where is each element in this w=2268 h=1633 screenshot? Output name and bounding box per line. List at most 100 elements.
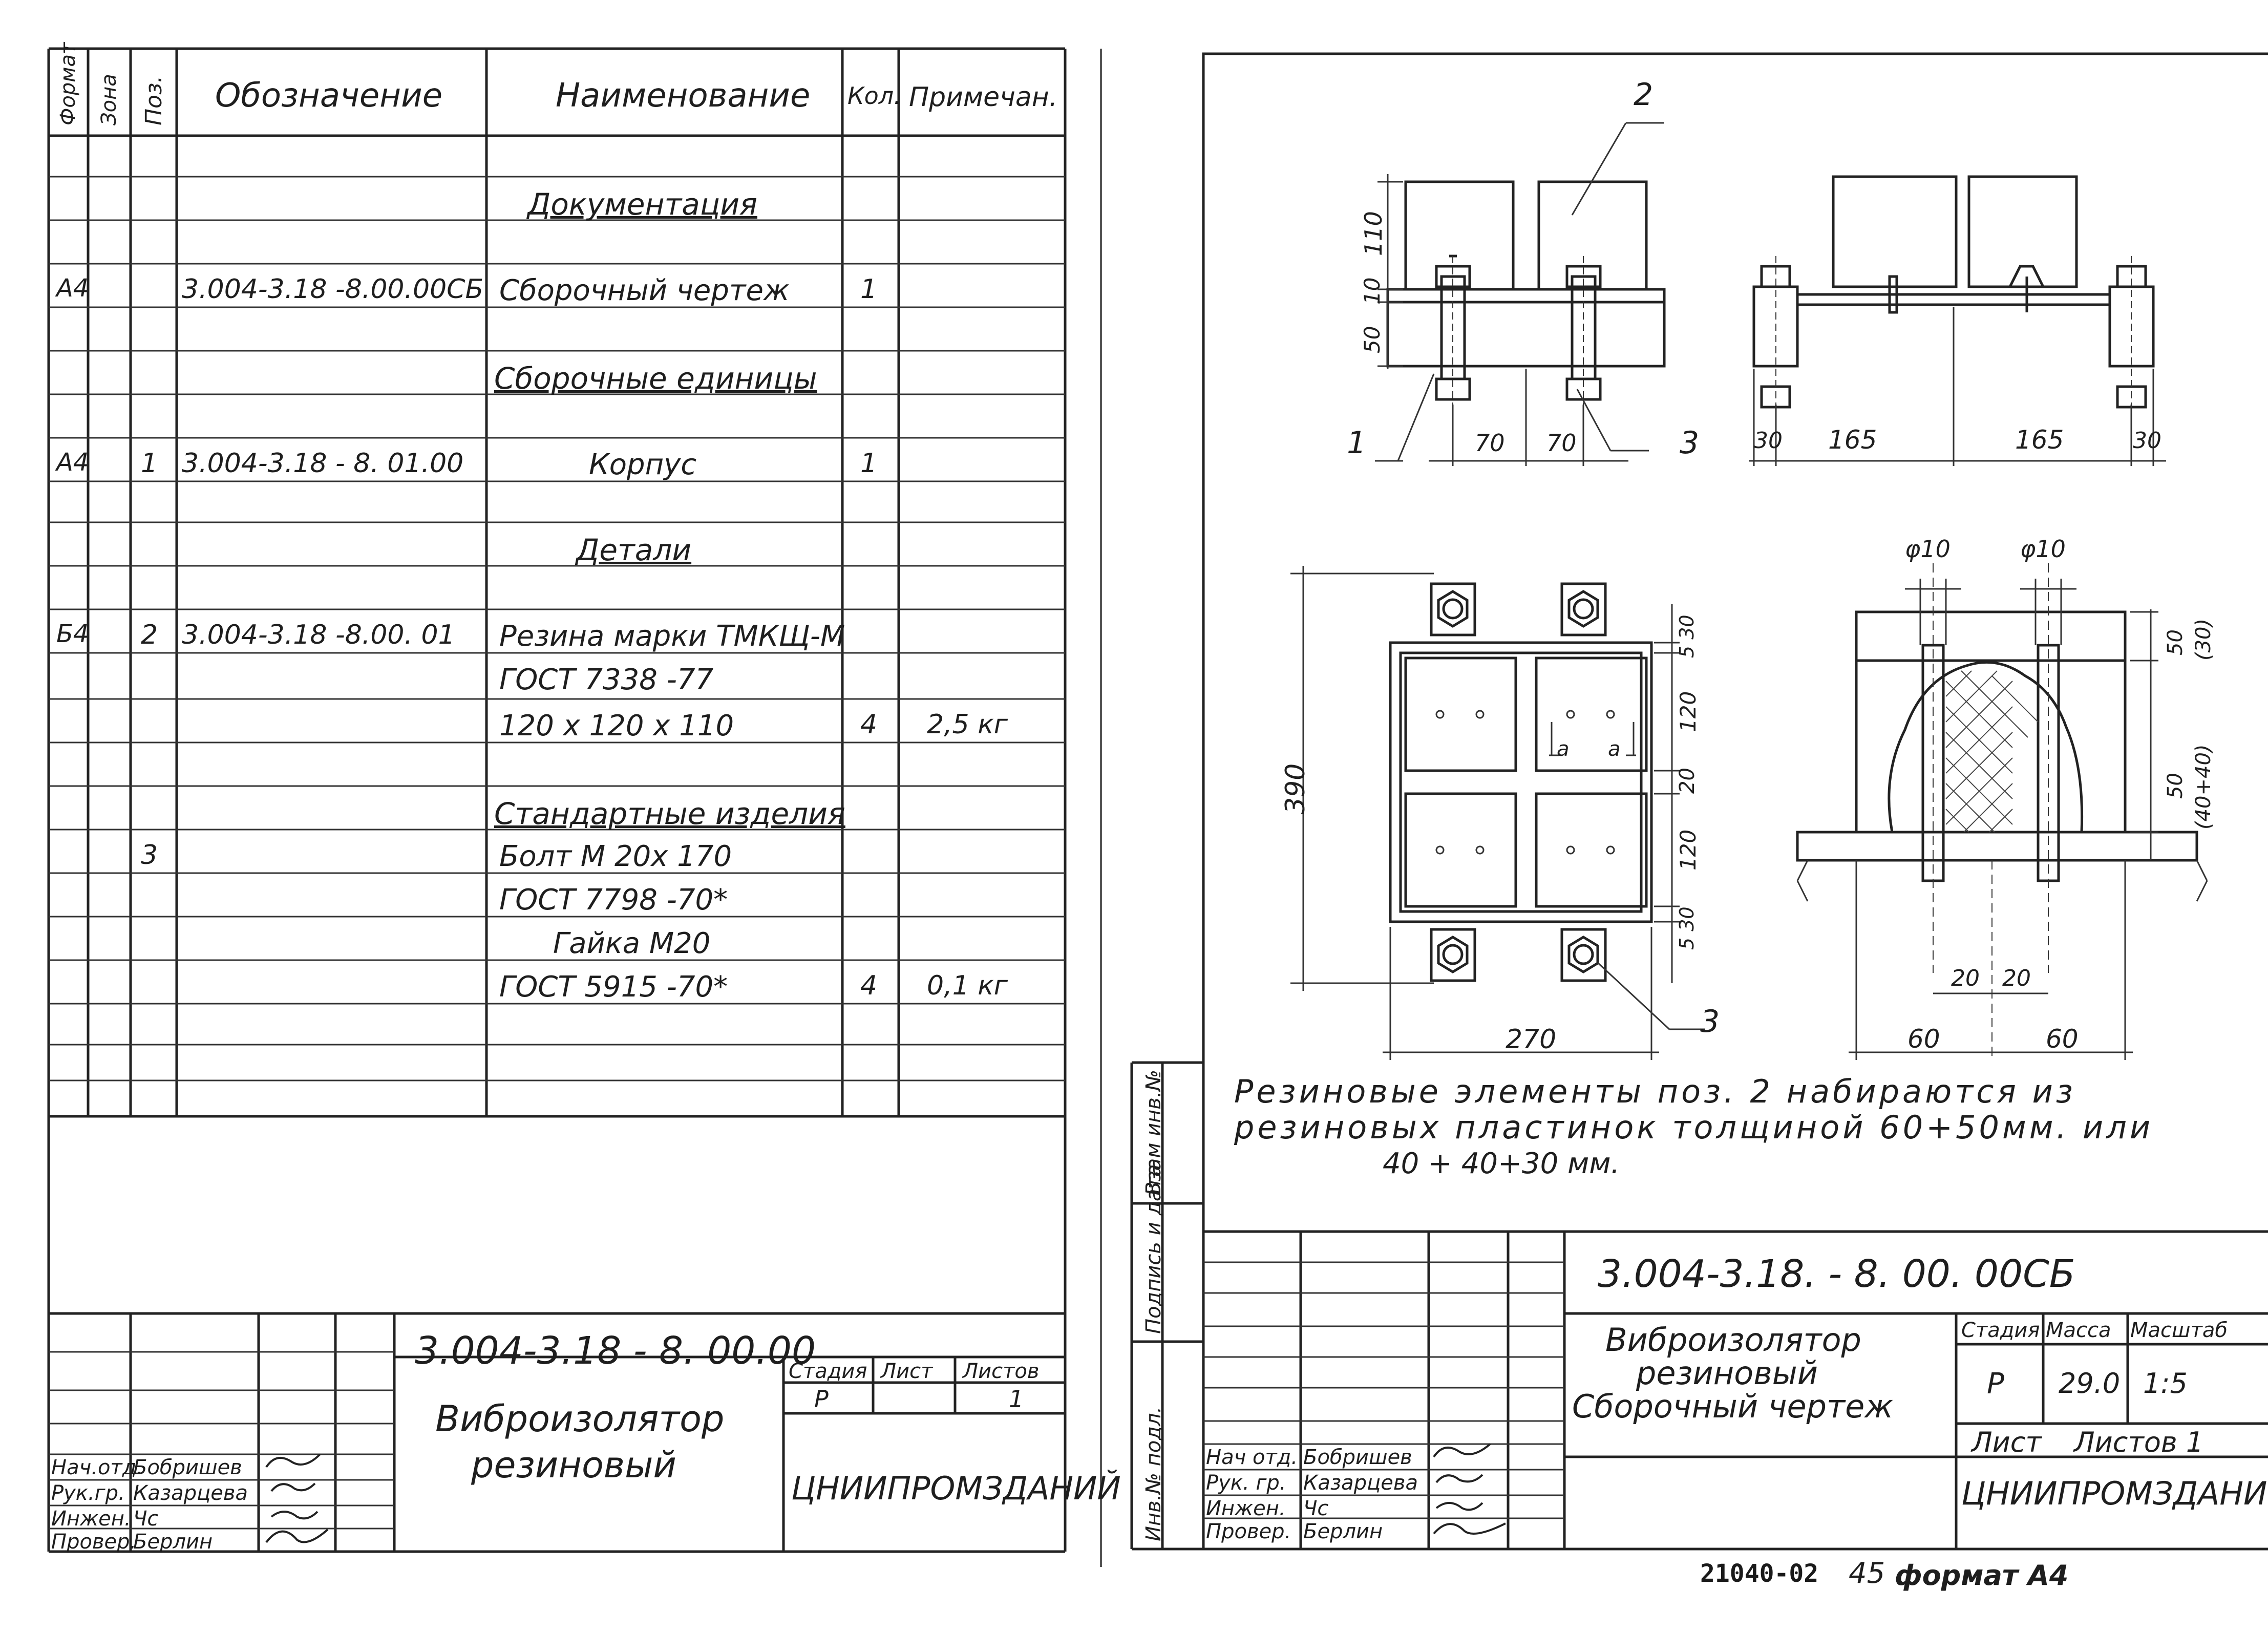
signature-role: Инжен. xyxy=(51,1507,131,1531)
signature-name: Чс xyxy=(133,1507,159,1531)
right-doc-code: 3.004-3.18. - 8. 00. 00СБ xyxy=(1598,1252,2075,1296)
spec-name: Корпус xyxy=(589,448,697,481)
right-stage-label: Стадия xyxy=(1961,1319,2040,1342)
signature-role: Провер. xyxy=(1206,1520,1291,1543)
signature-name: Берлин xyxy=(1303,1520,1383,1543)
spec-format: А4 xyxy=(56,274,89,303)
note-line-3: 40 + 40+30 мм. xyxy=(1383,1147,1620,1180)
spec-designation: 3.004-3.18 - 8. 01.00 xyxy=(182,448,464,479)
footer-order-no: 21040-02 xyxy=(1700,1559,1819,1588)
signature-name: Казарцева xyxy=(133,1481,248,1505)
dim-w70b: 70 xyxy=(1546,429,1577,457)
signature-name: Казарцева xyxy=(1303,1471,1418,1495)
spec-name: ГОСТ 7798 -70* xyxy=(499,883,728,917)
callout-pos-3: 3 xyxy=(1680,425,1700,461)
spec-name: ГОСТ 5915 -70* xyxy=(499,970,728,1004)
spec-pos: 2 xyxy=(141,620,158,650)
dim-w165a: 165 xyxy=(1828,425,1877,455)
note-line-2: резиновых пластинок толщиной 60+50мм. ил… xyxy=(1234,1109,2154,1146)
signature-name: Бобришев xyxy=(1303,1446,1412,1469)
signature-name: Берлин xyxy=(133,1530,213,1554)
note-line-1: Резиновые элементы поз. 2 набираются из xyxy=(1234,1073,2076,1110)
section-mark-a2: а xyxy=(1608,737,1621,761)
signature-role: Инжен. xyxy=(1206,1497,1286,1520)
spec-name: 120 х 120 х 110 xyxy=(499,709,734,743)
dim-h50: 50 xyxy=(1360,326,1385,353)
left-sheet-label: Лист xyxy=(881,1360,933,1383)
dim-h390: 390 xyxy=(1280,763,1311,814)
dim-s5-30b: 5 30 xyxy=(1676,906,1698,950)
header-qty: Кол. xyxy=(847,82,901,110)
dim-s5-30: 5 30 xyxy=(1676,614,1698,658)
spec-qty: 4 xyxy=(860,709,878,740)
spec-qty: 4 xyxy=(860,970,878,1001)
right-title-line3: Сборочный чертеж xyxy=(1572,1388,1894,1425)
dim-r40-40: (40+40) xyxy=(2192,744,2215,830)
dim-w20b: 20 xyxy=(2002,965,2031,991)
signature-name: Бобришев xyxy=(133,1456,242,1479)
dim-s120a: 120 xyxy=(1676,691,1701,732)
right-sheets-label: Листов 1 xyxy=(2074,1426,2204,1458)
spec-note: 2,5 кг xyxy=(927,709,1008,740)
spec-pos: 3 xyxy=(141,840,158,871)
dim-w60a: 60 xyxy=(1907,1024,1940,1054)
signature-role: Рук.гр. xyxy=(51,1481,125,1505)
spec-format: Б4 xyxy=(56,620,89,648)
right-stage-value: Р xyxy=(1987,1367,2004,1401)
spec-name: Резина марки ТМКЩ-М xyxy=(499,620,845,653)
left-doc-code: 3.004-3.18 - 8. 00.00 xyxy=(415,1329,816,1373)
right-mass-value: 29.0 xyxy=(2059,1367,2121,1399)
dim-r50: 50 xyxy=(2164,629,2187,655)
dim-r30: (30) xyxy=(2192,618,2215,661)
left-sheet-lines xyxy=(47,47,1102,1567)
spec-name: Детали xyxy=(576,533,692,567)
header-name: Наименование xyxy=(556,77,811,115)
spec-designation: 3.004-3.18 -8.00.00СБ xyxy=(182,274,484,305)
left-title-line1: Виброизолятор xyxy=(435,1398,725,1440)
dim-h10: 10 xyxy=(1360,277,1385,305)
dim-w20a: 20 xyxy=(1951,965,1980,991)
left-stage-value: Р xyxy=(814,1385,829,1413)
dim-w60b: 60 xyxy=(2046,1024,2079,1054)
right-title-line2: резиновый xyxy=(1636,1354,1818,1392)
side-label-replace: Взам инв.№ xyxy=(1142,1069,1165,1196)
right-sheet-label: Лист xyxy=(1972,1426,2042,1458)
spec-note: 0,1 кг xyxy=(927,970,1008,1001)
right-scale-value: 1:5 xyxy=(2143,1367,2188,1399)
header-note: Примечан. xyxy=(909,82,1058,113)
dim-w30b: 30 xyxy=(2133,428,2161,454)
right-sheet-drawing xyxy=(1130,52,2268,1551)
dim-s20: 20 xyxy=(1676,768,1699,794)
spec-name: ГОСТ 7338 -77 xyxy=(499,663,714,696)
spec-name: Сборочный чертеж xyxy=(499,274,790,307)
left-org: ЦНИИПРОМЗДАНИЙ xyxy=(791,1470,1121,1507)
spec-name: Сборочные единицы xyxy=(494,361,817,396)
spec-name: Гайка М20 xyxy=(553,927,711,960)
dim-s120b: 120 xyxy=(1676,829,1701,871)
dim-w165b: 165 xyxy=(2015,425,2064,455)
spec-name: Документация xyxy=(527,187,757,222)
section-mark-a1: а xyxy=(1557,737,1570,761)
spec-designation: 3.004-3.18 -8.00. 01 xyxy=(182,620,455,650)
left-title-line2: резиновый xyxy=(471,1444,676,1486)
side-label-inv: Инв.№ подл. xyxy=(1142,1406,1165,1541)
right-title-line1: Виброизолятор xyxy=(1605,1321,1861,1359)
callout-pos-1: 1 xyxy=(1347,425,1367,461)
callout-pos-3b: 3 xyxy=(1700,1004,1720,1040)
footer-format: формат А4 xyxy=(1895,1559,2069,1592)
header-designation: Обозначение xyxy=(215,77,443,115)
left-sheets-value: 1 xyxy=(1009,1385,1024,1413)
header-zone: Зона xyxy=(97,74,121,125)
dim-w70a: 70 xyxy=(1475,429,1505,457)
signature-role: Нач.отд. xyxy=(51,1456,143,1479)
dim-r50b: 50 xyxy=(2164,773,2187,799)
dim-w30a: 30 xyxy=(1754,428,1783,454)
right-scale-label: Масштаб xyxy=(2130,1319,2228,1342)
left-stage-label: Стадия xyxy=(789,1360,867,1383)
signature-role: Провер. xyxy=(51,1530,137,1554)
signature-role: Нач отд. xyxy=(1206,1446,1298,1469)
spec-pos: 1 xyxy=(141,448,158,479)
signature-name: Чс xyxy=(1303,1497,1329,1520)
spec-format: А4 xyxy=(56,448,89,477)
dim-phi10a: φ10 xyxy=(1905,535,1951,563)
